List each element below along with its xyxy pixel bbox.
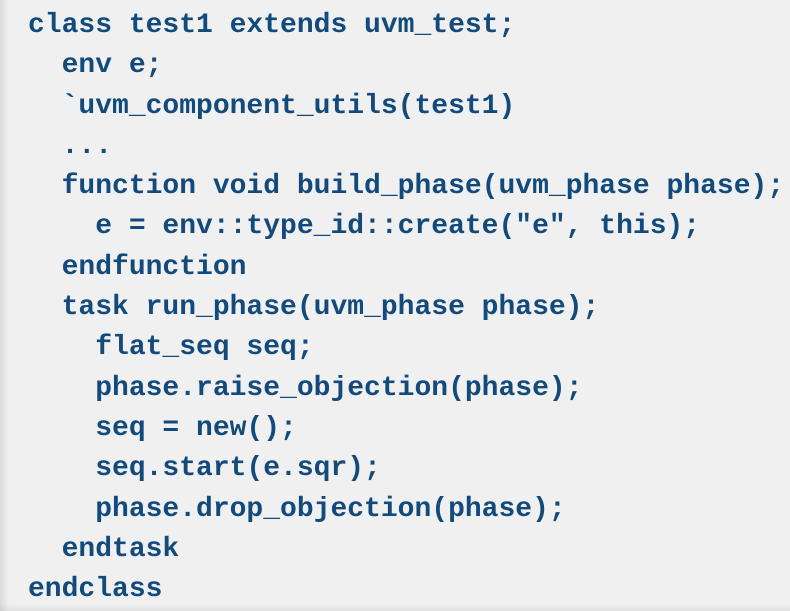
code-line: phase.raise_objection(phase);: [28, 372, 583, 404]
code-line: task run_phase(uvm_phase phase);: [28, 292, 600, 324]
code-line: class test1 extends uvm_test;: [28, 10, 516, 41]
code-line: function void build_phase(uvm_phase phas…: [28, 171, 785, 203]
code-line: seq.start(e.sqr);: [28, 453, 381, 485]
code-line: flat_seq seq;: [28, 332, 314, 364]
code-line: `uvm_component_utils(test1): [28, 90, 516, 122]
code-line: endfunction: [28, 251, 247, 283]
code-line: e = env::type_id::create("e", this);: [28, 211, 701, 243]
code-line: seq = new();: [28, 412, 297, 444]
code-line: env e;: [28, 50, 163, 82]
code-line: endclass: [28, 574, 163, 606]
code-line: endtask: [28, 533, 180, 565]
code-line: phase.drop_objection(phase);: [28, 493, 566, 525]
code-line: ...: [28, 130, 113, 162]
